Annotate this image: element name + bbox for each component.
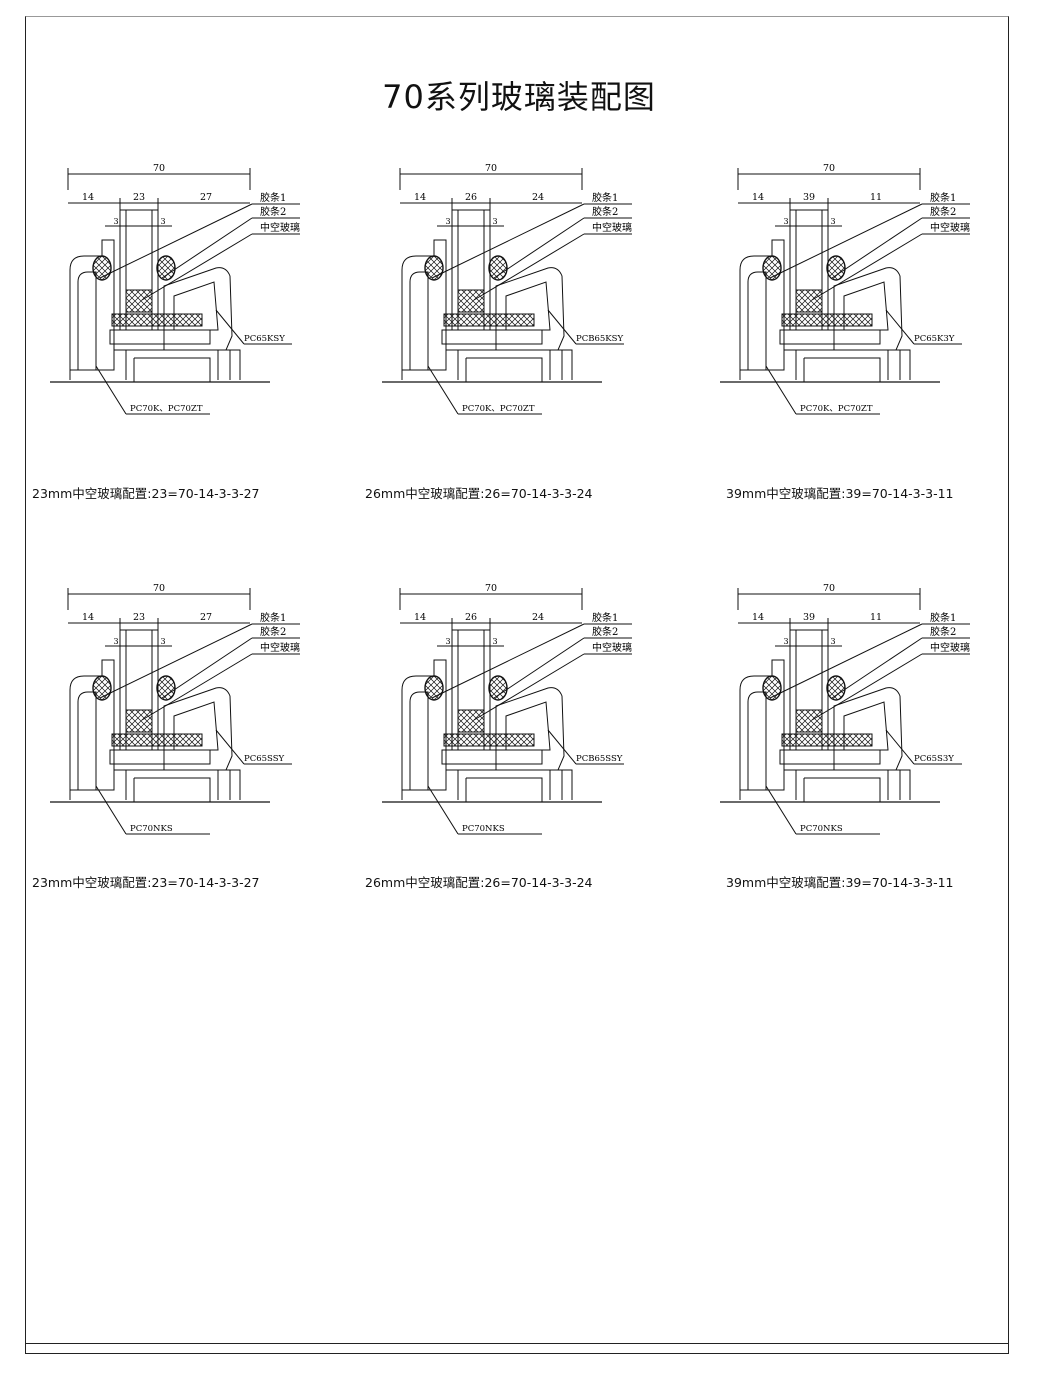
gap-dimension-left: 3 — [783, 217, 788, 226]
drawing-frame — [25, 16, 1009, 1354]
gasket1-label: 胶条1 — [592, 191, 618, 204]
gasket1-label: 胶条1 — [930, 611, 956, 624]
total-dimension: 70 — [823, 163, 835, 174]
configuration-caption: 39mm中空玻璃配置:39=70-14-3-3-11 — [726, 486, 954, 501]
left-dimension: 14 — [752, 192, 764, 203]
glass-assembly-diagram-3: 70 14 39 11 3 3 胶条1 胶条2 中空玻璃 PC65K3Y PC7… — [700, 160, 990, 440]
gap-dimension-left: 3 — [113, 217, 118, 226]
bead-model-label: PC65KSY — [244, 334, 285, 344]
cross-section-drawing: 70 14 26 24 3 3 胶条1 胶条2 中空玻璃 PCB65SSY PC… — [382, 583, 632, 835]
right-dimension: 24 — [532, 612, 544, 623]
cross-section-drawing: 70 14 26 24 3 3 胶条1 胶条2 中空玻璃 PCB65KSY PC… — [382, 163, 632, 415]
right-dimension: 11 — [870, 192, 882, 203]
gap-dimension-left: 3 — [783, 637, 788, 646]
gasket2-label: 胶条2 — [260, 625, 286, 638]
total-dimension: 70 — [485, 583, 497, 594]
cross-section-drawing: 70 14 23 27 3 3 胶条1 胶条2 中空玻璃 PC65SSY PC7… — [50, 583, 300, 835]
left-dimension: 14 — [414, 612, 426, 623]
glass-dimension: 23 — [133, 192, 145, 203]
gap-dimension-right: 3 — [830, 637, 835, 646]
frame-model-label: PC70K、PC70ZT — [462, 404, 535, 414]
glass-label: 中空玻璃 — [260, 221, 300, 234]
cross-section-drawing: 70 14 39 11 3 3 胶条1 胶条2 中空玻璃 PC65S3Y PC7… — [720, 583, 970, 835]
bead-model-label: PC65SSY — [244, 754, 285, 764]
total-dimension: 70 — [153, 163, 165, 174]
gap-dimension-right: 3 — [492, 637, 497, 646]
frame-model-label: PC70NKS — [462, 824, 505, 834]
gasket1-label: 胶条1 — [592, 611, 618, 624]
right-dimension: 27 — [200, 192, 212, 203]
configuration-caption: 26mm中空玻璃配置:26=70-14-3-3-24 — [365, 875, 593, 890]
right-dimension: 24 — [532, 192, 544, 203]
frame-model-label: PC70NKS — [130, 824, 173, 834]
glass-assembly-diagram-2: 70 14 26 24 3 3 胶条1 胶条2 中空玻璃 PCB65KSY PC… — [362, 160, 652, 440]
glass-dimension: 23 — [133, 612, 145, 623]
glass-dimension: 39 — [803, 192, 815, 203]
left-dimension: 14 — [82, 192, 94, 203]
bead-model-label: PC65K3Y — [914, 334, 955, 344]
gasket1-label: 胶条1 — [930, 191, 956, 204]
gasket1-label: 胶条1 — [260, 191, 286, 204]
glass-assembly-diagram-1: 70 14 23 27 3 3 胶条1 胶条2 中空玻璃 PC65KSY PC7… — [30, 160, 320, 440]
bead-model-label: PC65S3Y — [914, 754, 954, 764]
glass-label: 中空玻璃 — [592, 221, 632, 234]
gasket2-label: 胶条2 — [930, 625, 956, 638]
total-dimension: 70 — [153, 583, 165, 594]
gap-dimension-right: 3 — [830, 217, 835, 226]
gap-dimension-right: 3 — [492, 217, 497, 226]
frame-model-label: PC70K、PC70ZT — [130, 404, 203, 414]
gap-dimension-right: 3 — [160, 637, 165, 646]
title-block-strip — [25, 1343, 1009, 1354]
gasket2-label: 胶条2 — [592, 205, 618, 218]
page-title: 70系列玻璃装配图 — [382, 78, 656, 116]
configuration-caption: 39mm中空玻璃配置:39=70-14-3-3-11 — [726, 875, 954, 890]
glass-assembly-diagram-4: 70 14 23 27 3 3 胶条1 胶条2 中空玻璃 PC65SSY PC7… — [30, 580, 320, 860]
configuration-caption: 26mm中空玻璃配置:26=70-14-3-3-24 — [365, 486, 593, 501]
gap-dimension-left: 3 — [113, 637, 118, 646]
configuration-caption: 23mm中空玻璃配置:23=70-14-3-3-27 — [32, 875, 260, 890]
right-dimension: 27 — [200, 612, 212, 623]
frame-model-label: PC70NKS — [800, 824, 843, 834]
glass-dimension: 26 — [465, 192, 477, 203]
cross-section-drawing: 70 14 23 27 3 3 胶条1 胶条2 中空玻璃 PC65KSY PC7… — [50, 163, 300, 415]
glass-assembly-diagram-5: 70 14 26 24 3 3 胶条1 胶条2 中空玻璃 PCB65SSY PC… — [362, 580, 652, 860]
cross-section-drawing: 70 14 39 11 3 3 胶条1 胶条2 中空玻璃 PC65K3Y PC7… — [720, 163, 970, 415]
total-dimension: 70 — [485, 163, 497, 174]
gap-dimension-right: 3 — [160, 217, 165, 226]
frame-model-label: PC70K、PC70ZT — [800, 404, 873, 414]
bead-model-label: PCB65KSY — [576, 334, 623, 344]
glass-assembly-diagram-6: 70 14 39 11 3 3 胶条1 胶条2 中空玻璃 PC65S3Y PC7… — [700, 580, 990, 860]
configuration-caption: 23mm中空玻璃配置:23=70-14-3-3-27 — [32, 486, 260, 501]
left-dimension: 14 — [752, 612, 764, 623]
left-dimension: 14 — [82, 612, 94, 623]
glass-label: 中空玻璃 — [592, 641, 632, 654]
total-dimension: 70 — [823, 583, 835, 594]
glass-dimension: 26 — [465, 612, 477, 623]
gasket2-label: 胶条2 — [592, 625, 618, 638]
gap-dimension-left: 3 — [445, 637, 450, 646]
gasket2-label: 胶条2 — [260, 205, 286, 218]
left-dimension: 14 — [414, 192, 426, 203]
glass-label: 中空玻璃 — [260, 641, 300, 654]
bead-model-label: PCB65SSY — [576, 754, 623, 764]
gap-dimension-left: 3 — [445, 217, 450, 226]
gasket1-label: 胶条1 — [260, 611, 286, 624]
glass-label: 中空玻璃 — [930, 641, 970, 654]
gasket2-label: 胶条2 — [930, 205, 956, 218]
glass-label: 中空玻璃 — [930, 221, 970, 234]
glass-dimension: 39 — [803, 612, 815, 623]
right-dimension: 11 — [870, 612, 882, 623]
